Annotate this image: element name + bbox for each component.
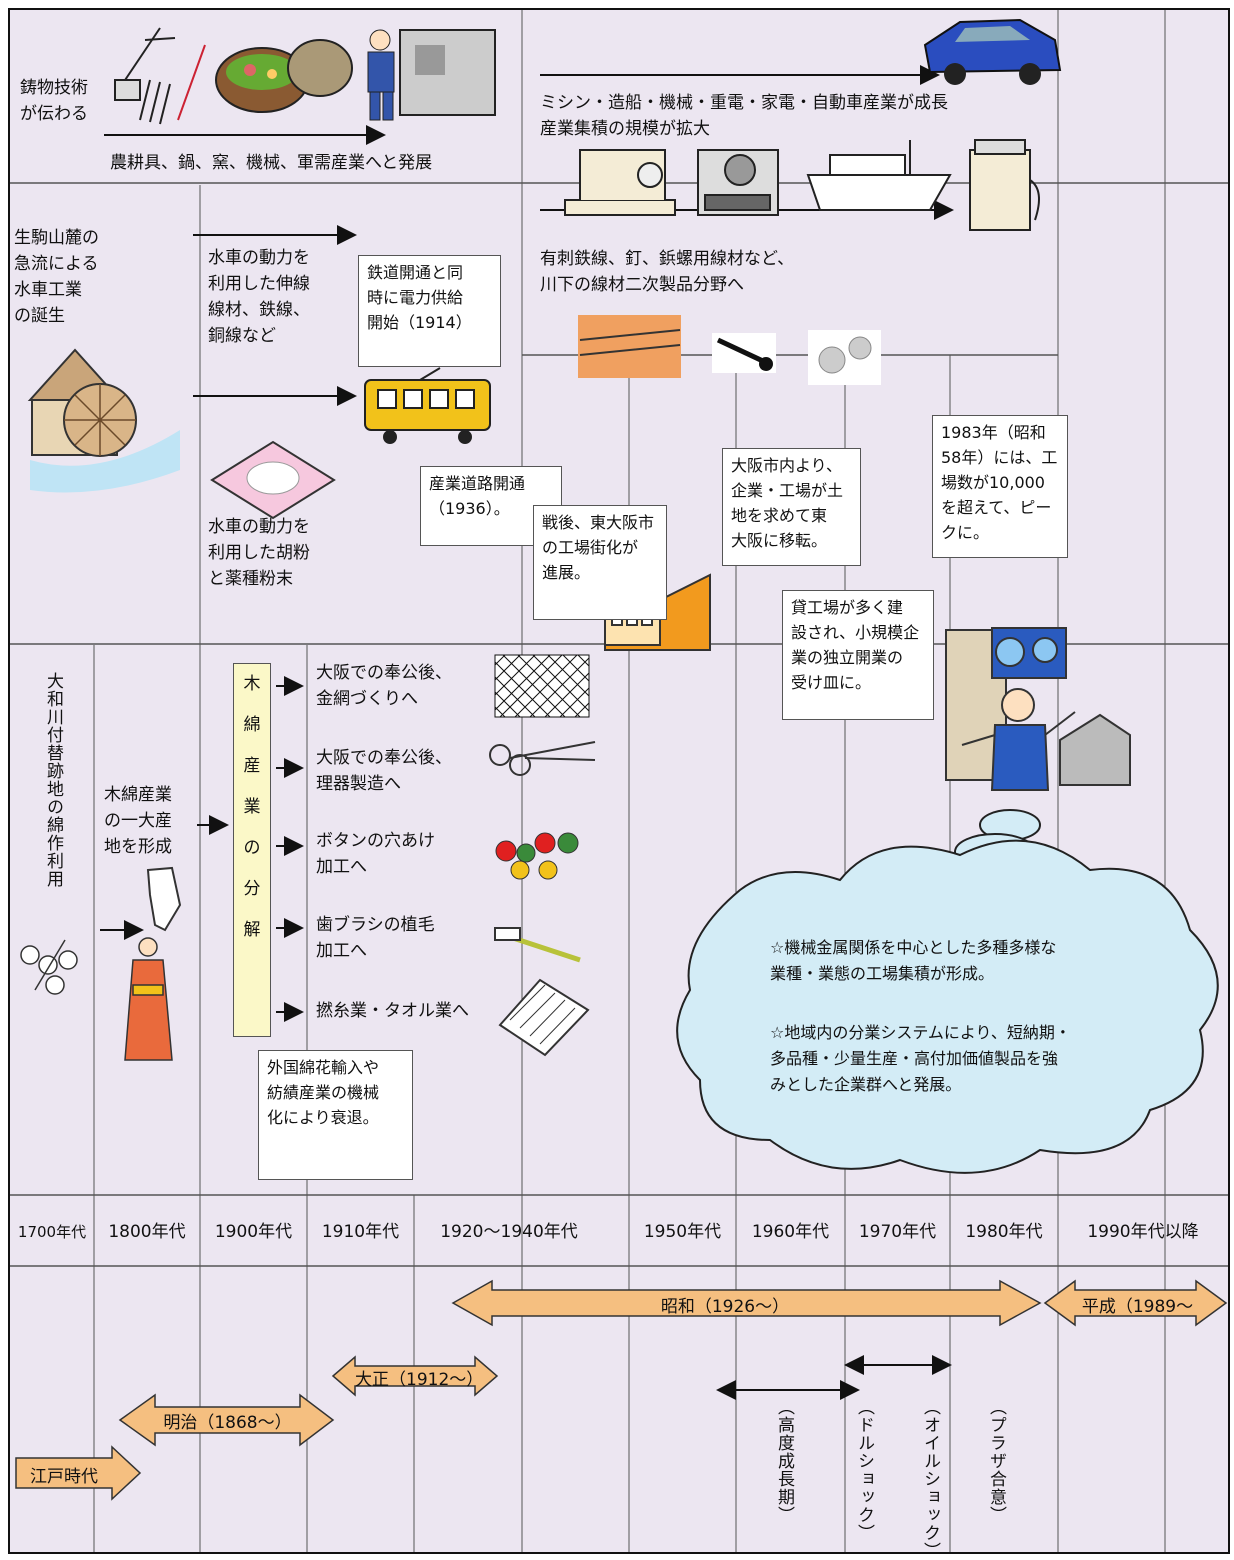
- heisei-arrow: [1043, 1279, 1228, 1327]
- businessman-illustration: [945, 627, 1131, 791]
- railway-note: 鉄道開通と同 時に電力供給 開始（1914）: [358, 255, 501, 367]
- edo-arrow: [15, 1445, 142, 1501]
- decompose-char: 分: [243, 879, 261, 899]
- decline-note: 外国綿花輸入や 紡績産業の機械 化により衰退。: [258, 1050, 413, 1180]
- pot-illustration: [215, 39, 353, 113]
- towel-illustration: [498, 978, 590, 1057]
- waterwheel-house-illustration: [27, 348, 180, 493]
- branch-yarn-towel: 撚糸業・タオル業へ: [316, 1001, 469, 1021]
- event-plaza-accord: （プラザ合意）: [986, 1398, 1006, 1524]
- casting-products-label: 農耕具、鍋、窯、機械、軍需産業へと発展: [110, 153, 433, 173]
- event-high-growth: （高度成長期）: [774, 1398, 794, 1524]
- wire-products-label: 有刺鉄線、釘、鋲螺用線材など、 川下の線材二次製品分野へ: [540, 249, 795, 295]
- ship-illustration: [806, 140, 952, 211]
- decompose-char: 綿: [243, 715, 261, 735]
- washing-machine-illustration: [969, 139, 1040, 231]
- era-taisho: 大正（1912〜）: [355, 1370, 484, 1390]
- decade-1900s: 1900年代: [214, 1222, 293, 1242]
- scale-expansion-label: 産業集積の規模が拡大: [540, 119, 710, 139]
- decade-1970s: 1970年代: [858, 1222, 937, 1242]
- wire-drawing-label: 水車の動力を 利用した伸線 線材、鉄線、 銅線など: [208, 248, 310, 346]
- decade-1950s: 1950年代: [643, 1222, 722, 1242]
- meiji-arrow: [118, 1393, 335, 1447]
- branch-buttons: ボタンの穴あけ 加工へ: [316, 831, 435, 877]
- decompose-char: 解: [243, 920, 261, 940]
- era-edo: 江戸時代: [30, 1467, 98, 1487]
- rental-factory-note: 貸工場が多く建 設され、小規模企 業の独立開業の 受け皿に。: [782, 590, 934, 720]
- decade-1980s: 1980年代: [965, 1222, 1043, 1242]
- buttons-illustration: [495, 832, 579, 880]
- industry-growth-label: ミシン・造船・機械・重電・家電・自動車産業が成長: [540, 93, 948, 113]
- bolts-illustration: [808, 330, 881, 385]
- decade-1990s-later: 1990年代以降: [1087, 1222, 1199, 1242]
- tram-illustration: [364, 367, 491, 444]
- decade-1920-1940s: 1920〜1940年代: [440, 1222, 578, 1242]
- taisho-arrow: [331, 1355, 499, 1397]
- cotton-decomposition-box: 木 綿 産 業 の 分 解: [233, 663, 271, 1037]
- decompose-char: の: [243, 838, 261, 858]
- decompose-char: 業: [243, 797, 261, 817]
- showa-arrow: [451, 1279, 1042, 1327]
- decade-1800s: 1800年代: [108, 1222, 186, 1242]
- branch-wire-net: 大阪での奉公後、 金網づくりへ: [316, 663, 452, 709]
- factory-worker-illustration: [367, 29, 496, 121]
- decompose-char: 木: [243, 674, 261, 694]
- decompose-char: 産: [243, 756, 261, 776]
- decade-1910s: 1910年代: [321, 1222, 400, 1242]
- wire-net-illustration: [494, 654, 590, 718]
- farm-tools-illustration: [114, 27, 206, 125]
- era-heisei: 平成（1989〜: [1081, 1297, 1194, 1317]
- event-dollar-shock: （ドルショック）: [854, 1398, 874, 1542]
- branch-barber-tools: 大阪での奉公後、 理器製造へ: [316, 748, 452, 794]
- casting-title: 鋳物技術 が伝わる: [20, 78, 88, 124]
- peak-note: 1983年（昭和 58年）には、工 場数が10,000 を超えて、ピー クに。: [932, 415, 1068, 558]
- decade-1700s: 1700年代: [17, 1223, 87, 1241]
- waterwheel-title: 生駒山麓の 急流による 水車工業 の誕生: [14, 228, 99, 326]
- machine-illustration: [697, 149, 779, 216]
- summary-cloud: [676, 809, 1219, 1174]
- nail-illustration: [712, 333, 776, 373]
- car-illustration: [923, 18, 1062, 85]
- cotton-region-label: 木綿産業 の一大産 地を形成: [104, 785, 172, 857]
- scissors-illustration: [489, 741, 596, 776]
- powder-illustration: [210, 440, 336, 520]
- decade-1960s: 1960年代: [751, 1222, 830, 1242]
- kimono-woman-illustration: [124, 937, 173, 1061]
- era-showa: 昭和（1926〜）: [660, 1297, 790, 1317]
- event-oil-shock: （オイルショック）: [920, 1398, 940, 1560]
- cloud-point-2: ☆地域内の分業システムにより、短納期・ 多品種・少量生産・高付加価値製品を強 み…: [770, 1023, 1071, 1094]
- gloves-illustration: [146, 866, 182, 932]
- relocation-note: 大阪市内より、 企業・工場が土 地を求めて東 大阪に移転。: [722, 448, 861, 566]
- powder-label: 水車の動力を 利用した胡粉 と薬種粉末: [208, 517, 310, 589]
- postwar-note: 戦後、東大阪市 の工場街化が 進展。: [533, 505, 667, 620]
- era-meiji: 明治（1868〜）: [163, 1413, 292, 1433]
- barbed-wire-illustration: [578, 315, 681, 378]
- cloud-point-1: ☆機械金属関係を中心とした多種多様な 業種・業態の工場集積が形成。: [770, 938, 1057, 983]
- branch-toothbrush: 歯ブラシの植毛 加工へ: [316, 915, 435, 961]
- toothbrush-illustration: [494, 927, 581, 963]
- cotton-title: 大和川付替跡地の綿作利用: [43, 672, 63, 888]
- cotton-plant-illustration: [20, 939, 78, 995]
- sewing-machine-illustration: [564, 149, 676, 216]
